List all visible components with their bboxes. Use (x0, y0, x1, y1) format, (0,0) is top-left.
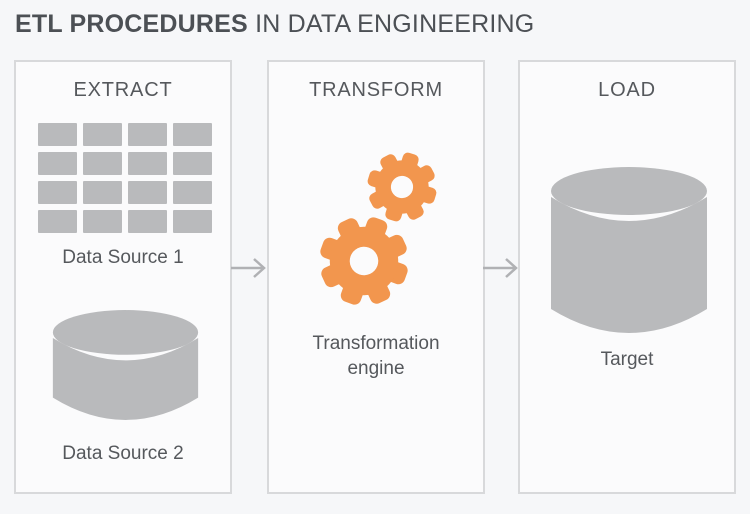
panel-transform: TRANSFORM Transformation engine (267, 60, 485, 494)
arrow-right-icon (231, 258, 266, 278)
table-cell (83, 123, 122, 146)
table-cell (128, 123, 167, 146)
panel-extract: EXTRACT Data Source 1 Data Source 2 (14, 60, 232, 494)
table-cell (83, 152, 122, 175)
database-cylinder-icon (551, 167, 707, 333)
target-label: Target (600, 349, 654, 370)
table-cell (173, 152, 212, 175)
table-cell (128, 181, 167, 204)
table-grid-icon (38, 123, 212, 233)
page-title-regular: IN DATA ENGINEERING (247, 10, 535, 38)
panel-transform-header: TRANSFORM (309, 79, 443, 101)
data-source-2-label: Data Source 2 (62, 443, 184, 464)
transformation-engine-label: Transformation engine (269, 331, 483, 381)
table-cell (38, 152, 77, 175)
page-title-strong: ETL PROCEDURES (15, 10, 248, 38)
table-cell (38, 210, 77, 233)
panel-load-header: LOAD (598, 79, 656, 101)
table-cell (128, 210, 167, 233)
panel-extract-header: EXTRACT (73, 79, 173, 101)
page-title: ETL PROCEDURES IN DATA ENGINEERING (15, 9, 534, 40)
panel-load: LOAD Target (518, 60, 736, 494)
table-cell (173, 181, 212, 204)
arrow-right-icon (483, 258, 518, 278)
table-cell (128, 152, 167, 175)
table-cell (173, 210, 212, 233)
table-cell (173, 123, 212, 146)
table-cell (38, 123, 77, 146)
table-cell (83, 181, 122, 204)
table-cell (38, 181, 77, 204)
database-cylinder-icon (52, 310, 199, 420)
transformation-engine-label-text: Transformation engine (312, 333, 440, 379)
data-source-1-label: Data Source 1 (62, 247, 184, 268)
table-cell (83, 210, 122, 233)
gears-icon (306, 148, 446, 319)
